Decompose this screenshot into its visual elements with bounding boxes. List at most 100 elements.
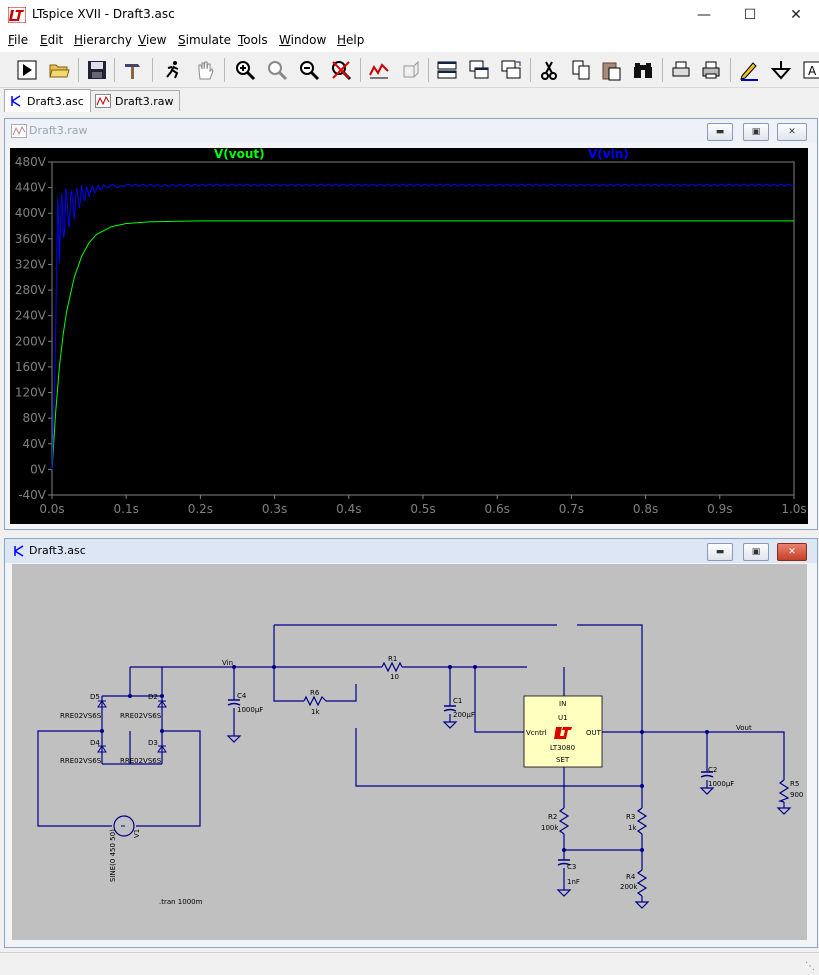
run-button[interactable] xyxy=(14,57,40,83)
minimize-button[interactable]: — xyxy=(681,0,727,30)
copy-button[interactable] xyxy=(568,57,594,83)
menu-hierarchy-label: ierarchy xyxy=(83,33,133,47)
schematic-minimize-button[interactable]: ▬ xyxy=(707,543,733,561)
tile-vertical-button[interactable] xyxy=(498,57,524,83)
r1-ref[interactable]: R1 xyxy=(388,655,397,663)
r5-ref[interactable]: R5 xyxy=(790,780,799,788)
close-button[interactable]: ✕ xyxy=(773,0,819,30)
document-tabs: Draft3.asc Draft3.raw xyxy=(0,88,819,112)
c2-ref[interactable]: C2 xyxy=(708,766,717,774)
view-button[interactable] xyxy=(398,57,424,83)
series-line-vin[interactable] xyxy=(51,183,795,470)
c1-ref[interactable]: C1 xyxy=(453,697,462,705)
y-tick-label: 40V xyxy=(23,437,47,451)
c4-ref[interactable]: C4 xyxy=(237,692,247,700)
ground-button[interactable] xyxy=(768,57,794,83)
schematic-window-titlebar[interactable]: Draft3.asc ▬ ▣ ✕ xyxy=(5,539,817,563)
tab-draft3-raw[interactable]: Draft3.raw xyxy=(90,90,181,111)
waveform-restore-button[interactable]: ▣ xyxy=(743,123,769,141)
net-label-vin[interactable]: Vin xyxy=(222,659,233,667)
r5-value: 900 xyxy=(790,791,803,799)
trace-label-vin[interactable]: V(vin) xyxy=(588,147,629,161)
menu-file[interactable]: File xyxy=(8,33,28,47)
menu-window-mnemonic: W xyxy=(279,33,291,47)
lt3080-logo-icon xyxy=(554,727,572,739)
menu-tools[interactable]: Tools xyxy=(238,33,268,47)
tab-draft3-asc[interactable]: Draft3.asc xyxy=(4,89,91,112)
minimize-icon: ▬ xyxy=(715,547,725,557)
menu-view[interactable]: View xyxy=(138,33,166,47)
schematic-restore-button[interactable]: ▣ xyxy=(743,543,769,561)
open-folder-icon xyxy=(49,64,70,78)
save-button[interactable] xyxy=(84,57,110,83)
d4-ref[interactable]: D4 xyxy=(90,739,100,747)
waveform-close-button[interactable]: ✕ xyxy=(777,123,807,141)
label-net-button[interactable]: A xyxy=(800,57,819,83)
print-button[interactable] xyxy=(698,57,724,83)
pan-button[interactable] xyxy=(192,57,218,83)
print-preview-button[interactable] xyxy=(668,57,694,83)
r2-ref[interactable]: R2 xyxy=(548,813,557,821)
v1-ref[interactable]: V1 xyxy=(133,829,141,838)
find-button[interactable] xyxy=(630,57,656,83)
zoom-out-button[interactable] xyxy=(296,57,322,83)
zoom-in-button[interactable] xyxy=(232,57,258,83)
menu-help[interactable]: Help xyxy=(337,33,364,47)
halt-button[interactable] xyxy=(160,57,186,83)
waveform-plot-svg: 480V440V400V360V320V280V240V200V160V120V… xyxy=(15,155,807,516)
maximize-button[interactable]: ☐ xyxy=(727,0,773,30)
waveform-window-titlebar[interactable]: Draft3.raw ▬ ▣ ✕ xyxy=(5,119,817,143)
y-tick-label: 160V xyxy=(15,360,47,374)
r4-ref[interactable]: R4 xyxy=(626,873,636,881)
d3-ref[interactable]: D3 xyxy=(148,739,158,747)
zoom-cancel-button[interactable] xyxy=(328,57,354,83)
spice-directive[interactable]: .tran 1000m xyxy=(159,898,203,906)
y-tick-label: 360V xyxy=(15,232,47,246)
control-panel-button[interactable] xyxy=(120,57,146,83)
menu-window[interactable]: Window xyxy=(279,33,326,47)
schematic-canvas[interactable]: Vin Vout D5 RRE02VS6S D2 RRE02VS6S D4 RR… xyxy=(12,564,807,940)
close-icon: ✕ xyxy=(788,127,796,137)
toolbar-separator xyxy=(662,58,663,82)
d2-ref[interactable]: D2 xyxy=(148,693,158,701)
junction-dots xyxy=(100,665,709,852)
d2-value: RRE02VS6S xyxy=(120,712,162,720)
d5-ref[interactable]: D5 xyxy=(90,693,100,701)
schematic-close-button[interactable]: ✕ xyxy=(777,543,807,561)
r3-ref[interactable]: R3 xyxy=(626,813,635,821)
menu-simulate[interactable]: Simulate xyxy=(178,33,231,47)
toolbar-separator xyxy=(114,58,115,82)
c3-ref[interactable]: C3 xyxy=(567,863,576,871)
r1-value: 10 xyxy=(390,673,399,681)
net-label-vout[interactable]: Vout xyxy=(736,724,752,732)
u1-pin-out: OUT xyxy=(586,729,602,737)
menu-edit[interactable]: Edit xyxy=(40,33,63,47)
tile-vertical-icon xyxy=(501,60,521,79)
title-bar[interactable]: LTspice XVII - Draft3.asc — ☐ ✕ xyxy=(0,0,819,30)
ground-icon xyxy=(770,61,792,80)
schematic-window-title: Draft3.asc xyxy=(29,544,86,557)
u1-ref[interactable]: U1 xyxy=(558,714,568,722)
x-tick-label: 0.4s xyxy=(336,502,361,516)
autorange-button[interactable] xyxy=(366,57,392,83)
waveform-minimize-button[interactable]: ▬ xyxy=(707,123,733,141)
window-title: LTspice XVII - Draft3.asc xyxy=(32,7,175,21)
zoom-fit-button[interactable] xyxy=(264,57,290,83)
series-line-vout[interactable] xyxy=(51,220,794,470)
resize-grip-icon[interactable]: ⋱ xyxy=(805,961,815,972)
toolbar-separator xyxy=(360,58,361,82)
cut-button[interactable] xyxy=(536,57,562,83)
r6-ref[interactable]: R6 xyxy=(310,689,320,697)
paste-button[interactable] xyxy=(598,57,624,83)
zoom-in-icon xyxy=(236,61,256,81)
tile-horizontal-button[interactable] xyxy=(434,57,460,83)
y-tick-label: 240V xyxy=(15,309,47,323)
tab-draft3-asc-label: Draft3.asc xyxy=(27,94,84,108)
cascade-button[interactable] xyxy=(466,57,492,83)
trace-label-vout[interactable]: V(vout) xyxy=(214,147,265,161)
waveform-icon xyxy=(95,94,111,108)
draw-wire-button[interactable] xyxy=(736,57,762,83)
open-button[interactable] xyxy=(46,57,72,83)
menu-hierarchy[interactable]: Hierarchy xyxy=(74,33,132,47)
